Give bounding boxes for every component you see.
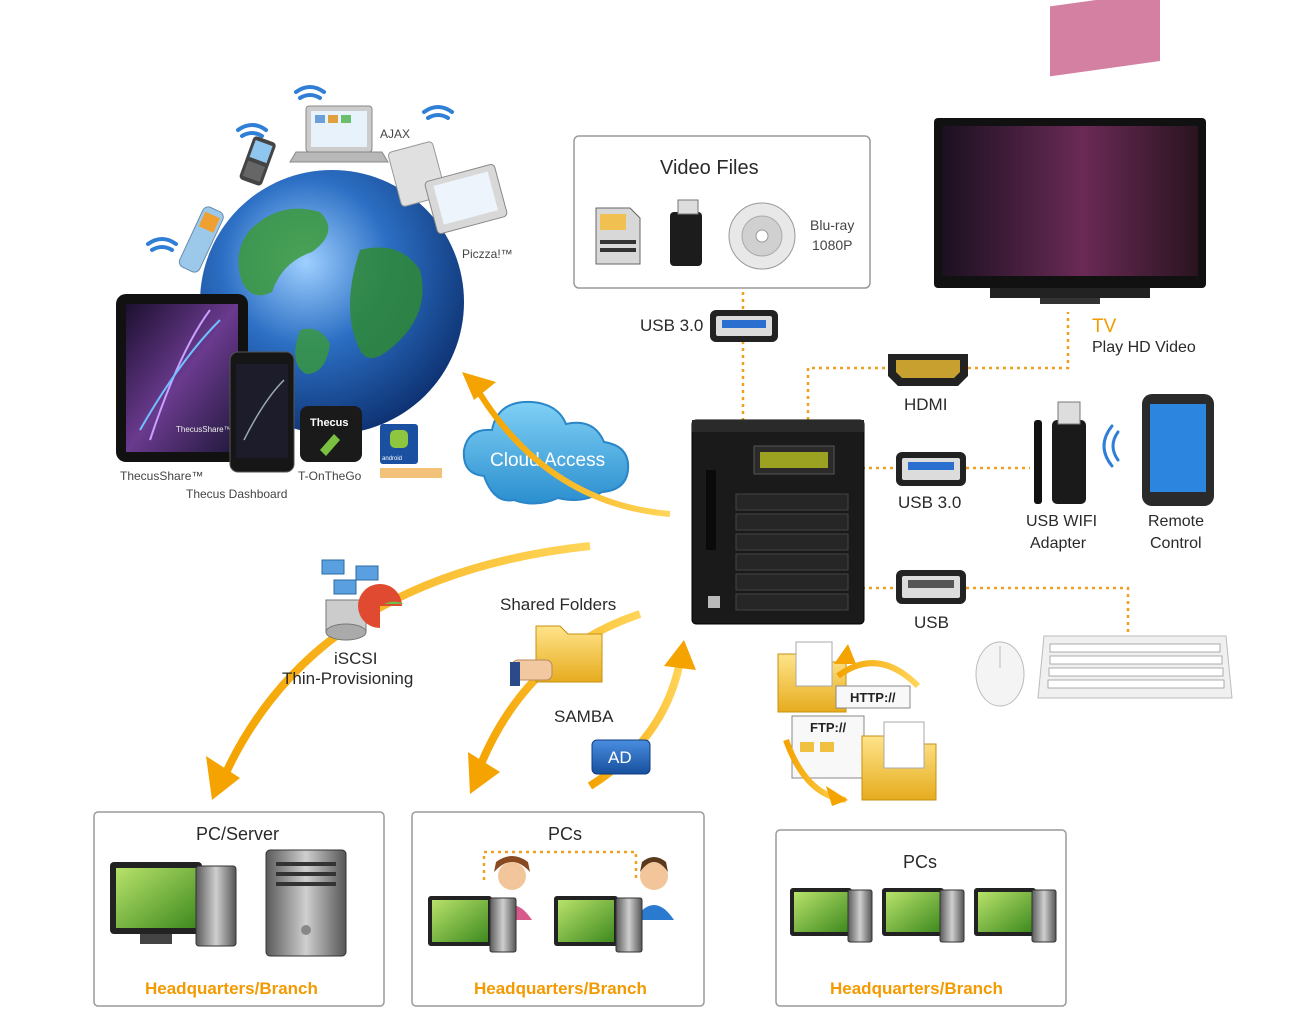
shared-folder-icon — [510, 625, 603, 686]
hdmi-label: HDMI — [904, 395, 947, 414]
remote-label-1: Remote — [1148, 513, 1204, 530]
box-pcs-ftp-title: PCs — [903, 852, 937, 872]
wifi-signal-icon — [1102, 424, 1120, 468]
bluray-label-2: 1080P — [812, 237, 852, 253]
usb-port-icon — [896, 570, 966, 604]
box-pc-server: PC/Server Headquarters/Branch — [93, 811, 385, 1007]
smartphone-icon — [229, 351, 295, 473]
usb-label: USB — [914, 613, 949, 632]
sd-card-icon — [595, 207, 641, 265]
server-tower-icon — [265, 849, 347, 957]
usb3-port-mid-icon — [896, 452, 966, 486]
photo-frame-icon — [387, 141, 508, 234]
ajax-label: AJAX — [380, 127, 410, 141]
tablet-screen-text: ThecusShare™ — [176, 425, 232, 434]
ad-badge: AD — [591, 739, 651, 775]
ad-label: AD — [608, 748, 632, 767]
remote-label-2: Control — [1150, 535, 1202, 552]
tv-icon — [934, 0, 1206, 304]
shared-folders-label: Shared Folders — [500, 595, 616, 614]
box-pc-server-footer: Headquarters/Branch — [145, 979, 318, 998]
desktop-pc-icon — [790, 888, 873, 943]
mobile-phone-icon — [239, 136, 276, 186]
media-player-icon — [178, 206, 224, 273]
desktop-pc-icon — [554, 896, 643, 953]
cloud-access-label: Cloud Access — [490, 450, 605, 471]
usb3-port-icon — [710, 310, 778, 342]
box-pcs-ftp-footer: Headquarters/Branch — [830, 979, 1003, 998]
bluray-label-1: Blu-ray — [810, 217, 854, 233]
laptop-icon — [289, 105, 389, 163]
remote-control-icon — [1142, 394, 1214, 506]
box-pcs-samba-title: PCs — [548, 824, 582, 844]
tablet-icon: ThecusShare™ — [116, 294, 248, 462]
box-pcs-samba-footer: Headquarters/Branch — [474, 979, 647, 998]
video-files-box — [573, 135, 871, 289]
desktop-pc-icon — [882, 888, 965, 943]
tv-label: TV — [1092, 316, 1117, 337]
user-icon — [634, 857, 674, 920]
thecus-dashboard-label: Thecus Dashboard — [186, 487, 287, 501]
tv-sub-label: Play HD Video — [1092, 339, 1196, 356]
thecusshare-label: ThecusShare™ — [120, 469, 203, 483]
video-files-title: Video Files — [660, 157, 759, 179]
box-pcs-samba: PCs Headquarters/Branch — [411, 811, 705, 1007]
thecus-badge-text: Thecus — [310, 417, 349, 429]
desktop-pc-icon — [428, 896, 517, 953]
android-badge-text: android — [382, 456, 402, 462]
file-sync-icon: HTTP:// FTP:// — [777, 641, 937, 806]
iscsi-network-icon — [321, 559, 404, 641]
desktop-pc-icon — [110, 862, 237, 947]
samba-label: SAMBA — [554, 707, 614, 726]
iscsi-label-2: Thin-Provisioning — [282, 669, 413, 688]
mouse-icon — [975, 641, 1025, 707]
usb-wifi-label-2: Adapter — [1030, 535, 1087, 552]
piczza-label: Piczza!™ — [462, 247, 513, 261]
usb30-mid-label: USB 3.0 — [898, 493, 961, 512]
usb-wifi-adapter-icon — [1034, 401, 1086, 504]
iscsi-label-1: iSCSI — [334, 649, 377, 668]
t-onthego-app-icon: Thecus — [300, 406, 362, 462]
keyboard-icon — [1037, 635, 1233, 699]
cloud-arrow — [462, 372, 671, 517]
box-pc-server-title: PC/Server — [196, 824, 279, 844]
hdmi-port-icon — [888, 354, 968, 386]
android-icon: android — [380, 424, 442, 478]
ftp-label: FTP:// — [810, 720, 846, 735]
nas-device-icon — [691, 419, 865, 625]
t-onthego-label: T-OnTheGo — [298, 469, 362, 483]
desktop-pc-icon — [974, 888, 1057, 943]
usb-stick-icon — [670, 199, 702, 266]
usb30-top-label: USB 3.0 — [640, 316, 703, 335]
http-label: HTTP:// — [850, 690, 896, 705]
usb-wifi-label-1: USB WIFI — [1026, 513, 1097, 530]
bluray-disc-icon — [728, 202, 796, 270]
wifi-icon — [146, 85, 454, 252]
box-pcs-ftp: PCs Headquarters/Branch — [775, 829, 1067, 1007]
